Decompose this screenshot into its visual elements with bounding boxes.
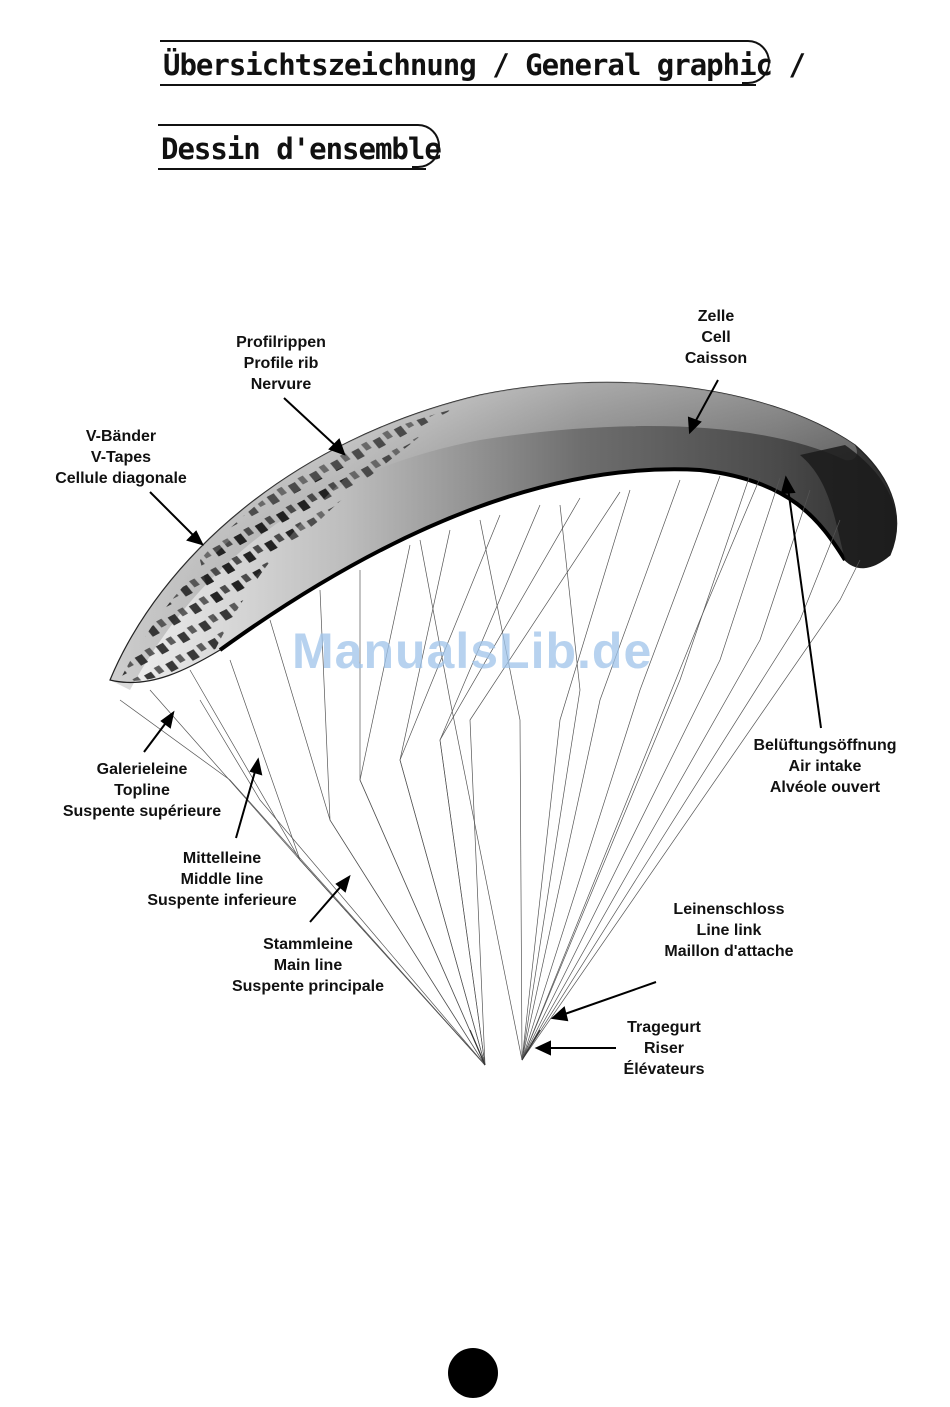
tab-top-border: [158, 124, 412, 126]
suspension-lines: [119, 474, 861, 1066]
label-line-link: Leinenschloss Line link Maillon d'attach…: [664, 901, 794, 960]
label-main-line: Stammleine Main line Suspente principale: [231, 936, 385, 995]
label-middle-line: Mittelleine Middle line Suspente inferie…: [147, 850, 297, 909]
label-profile-rib: Profilrippen Profile rib Nervure: [236, 334, 326, 393]
label-v-tapes: V-Bänder V-Tapes Cellule diagonale: [55, 428, 187, 487]
page-title-line-2: Dessin d'ensemble: [161, 132, 442, 166]
title-tab-2: Dessin d'ensemble: [158, 124, 442, 170]
label-riser: Tragegurt Riser Élévateurs: [623, 1019, 705, 1078]
canopy: [109, 381, 898, 690]
label-air-intake: Belüftungsöffnung Air intake Alvéole ouv…: [753, 737, 897, 796]
page-title-line-1: Übersichtszeichnung / General graphic /: [163, 48, 806, 82]
callout-arrows: [143, 379, 822, 1056]
tab-top-border: [160, 40, 742, 42]
label-topline: Galerieleine Topline Suspente supérieure: [62, 761, 222, 820]
title-tab-1: Übersichtszeichnung / General graphic /: [160, 40, 806, 86]
watermark: ManualsLib.de: [292, 623, 653, 679]
label-cell: Zelle Cell Caisson: [684, 308, 748, 367]
riser-group: [469, 1029, 541, 1066]
page-number-dot: [448, 1348, 498, 1398]
